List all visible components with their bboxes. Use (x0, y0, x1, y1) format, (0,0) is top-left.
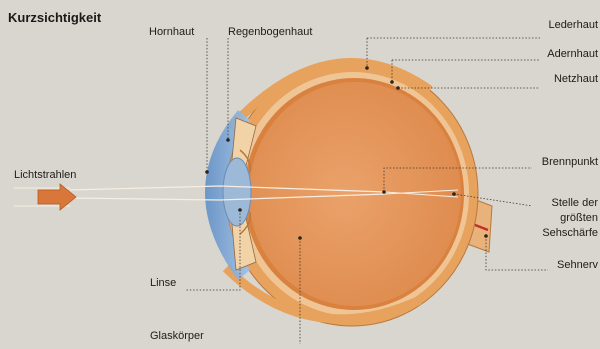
dot-netzhaut (396, 86, 400, 90)
dot-glaskoerper (298, 236, 302, 240)
label-lederhaut: Lederhaut (548, 19, 598, 31)
page-title: Kurzsichtigkeit (8, 10, 102, 25)
dot-regenbogenhaut (226, 138, 230, 142)
dot-adernhaut (390, 80, 394, 84)
label-glaskoerper: Glaskörper (150, 330, 204, 342)
label-lichtstrahlen: Lichtstrahlen (14, 169, 76, 181)
dot-stelle (452, 192, 456, 196)
label-stelle-3: Sehschärfe (542, 227, 598, 239)
dot-brennpunkt (382, 190, 386, 194)
label-netzhaut: Netzhaut (554, 73, 598, 85)
dot-linse (238, 208, 242, 212)
label-stelle-1: Stelle der (552, 197, 599, 209)
label-stelle-2: größten (560, 212, 598, 224)
vitreous-body (249, 82, 461, 306)
dot-lederhaut (365, 66, 369, 70)
label-adernhaut: Adernhaut (547, 48, 598, 60)
dot-sehnerv (484, 234, 488, 238)
label-regenbogenhaut: Regenbogenhaut (228, 26, 312, 38)
label-brennpunkt: Brennpunkt (542, 156, 598, 168)
label-hornhaut: Hornhaut (149, 26, 194, 38)
dot-hornhaut (205, 170, 209, 174)
label-sehnerv: Sehnerv (557, 259, 598, 271)
label-linse: Linse (150, 277, 176, 289)
lens (223, 158, 251, 226)
